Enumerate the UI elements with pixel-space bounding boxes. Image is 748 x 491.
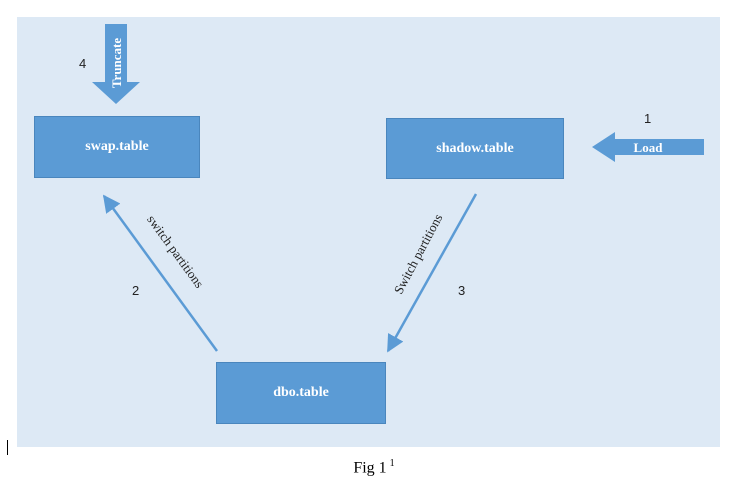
swap-table-label: swap.table <box>85 139 149 154</box>
step-2-number: 2 <box>132 283 140 298</box>
swap-table-node: swap.table <box>34 116 200 178</box>
truncate-label: Truncate <box>109 38 124 89</box>
truncate-arrow: Truncate <box>92 24 140 104</box>
shadow-table-label: shadow.table <box>436 140 514 156</box>
load-arrow: Load <box>592 132 704 162</box>
switch-partitions-arrow-3: Switch partitions <box>386 193 478 353</box>
load-label: Load <box>634 140 664 155</box>
switch-partitions-label-2: switch partitions <box>144 212 207 291</box>
caption-footnote: 1 <box>389 458 395 469</box>
text-cursor <box>7 440 8 455</box>
step-4-number: 4 <box>79 56 87 71</box>
dbo-table-label: dbo.table <box>273 385 329 400</box>
shadow-table-node: shadow.table <box>386 118 564 179</box>
step-3-number: 3 <box>458 283 466 298</box>
switch-partitions-label-3: Switch partitions <box>391 211 446 296</box>
step-1-number: 1 <box>644 111 652 126</box>
switch-partitions-arrow-2: switch partitions <box>102 194 219 352</box>
caption-text: Fig 1 <box>353 459 387 477</box>
dbo-table-node: dbo.table <box>216 362 386 424</box>
